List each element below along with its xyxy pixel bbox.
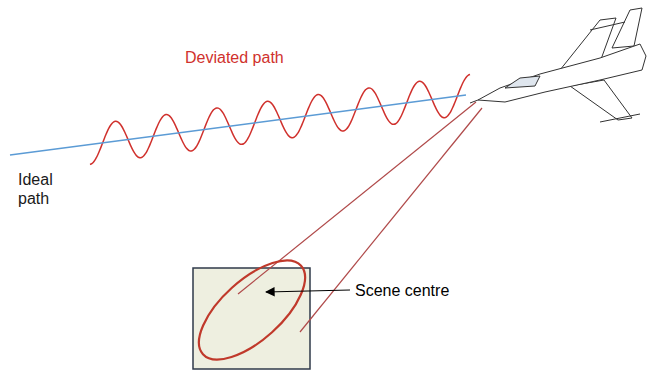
jet-wing <box>570 80 632 120</box>
fighter-jet <box>470 8 646 122</box>
beam-line <box>238 102 476 294</box>
jet-canopy <box>505 76 540 88</box>
footprint-ellipse <box>183 244 321 370</box>
path-label: Ideal path <box>18 170 66 208</box>
ideal-path-line <box>10 95 466 155</box>
jet-fuselage <box>478 44 646 102</box>
jet-probe <box>470 100 478 103</box>
callout-label: Scene centre <box>355 281 449 300</box>
leader-arrow <box>266 290 350 292</box>
jet-missile <box>590 22 625 30</box>
jet-tail <box>612 8 642 48</box>
beam-line <box>300 108 482 332</box>
jet-missile <box>600 114 640 122</box>
path-label: Deviated path <box>185 48 284 67</box>
